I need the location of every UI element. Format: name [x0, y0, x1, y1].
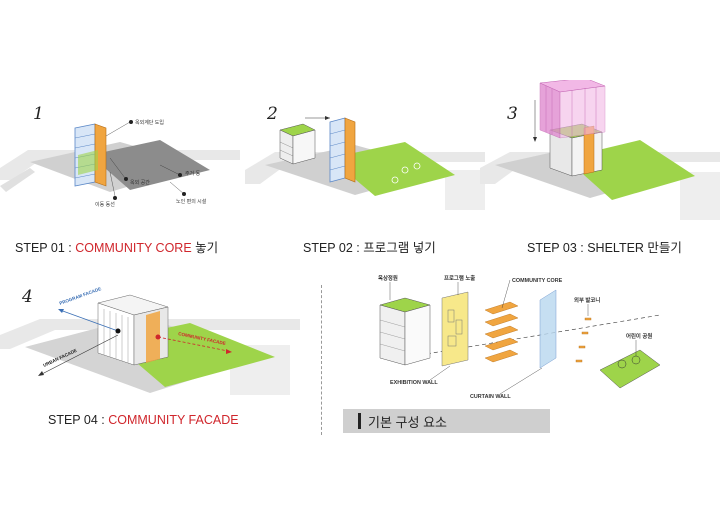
note-5: 노인 편의 시설 — [176, 198, 207, 205]
legend-marker — [358, 413, 361, 429]
panel-step-3: 3 STEP 03 : SHELTER 만들기 — [480, 77, 720, 260]
step-4-highlight: COMMUNITY FACADE — [108, 413, 239, 427]
step-number: 2 — [267, 104, 278, 124]
program-facade-label: PROGRAM FACADE — [59, 286, 102, 306]
step-number: 4 — [22, 287, 33, 307]
step-3-diagram — [480, 77, 720, 220]
label-core: COMMUNITY CORE — [512, 278, 563, 284]
panel-step-2: 2 STEP 02 : 프로그램 넣기 — [245, 100, 485, 260]
step-4-caption: STEP 04 : COMMUNITY FACADE — [48, 413, 239, 427]
panel-step-4: 4 PROGRAM FACADE URBAN FACADE COMMUNITY … — [0, 285, 300, 435]
label-curtain: CURTAIN WALL — [470, 394, 511, 400]
label-rooftop: 옥상정원 — [378, 274, 398, 282]
separator — [321, 285, 322, 435]
step-4-diagram: PROGRAM FACADE URBAN FACADE COMMUNITY FA… — [0, 286, 300, 395]
note-3: 이동 동선 — [95, 201, 115, 208]
note-4: 주거 동 — [185, 170, 201, 177]
step-2-diagram — [245, 116, 485, 210]
step-1-caption: STEP 01 : COMMUNITY CORE 놓기 — [15, 241, 219, 255]
step-number: 1 — [33, 104, 44, 124]
components-diagram: 옥상정원 프로그램 노출 COMMUNITY CORE 외부 발코니 어린이 공… — [378, 274, 661, 400]
components-panel: 옥상정원 프로그램 노출 COMMUNITY CORE 외부 발코니 어린이 공… — [360, 270, 710, 405]
label-exhibition: EXHIBITION WALL — [390, 380, 438, 386]
legend-bar: 기본 구성 요소 — [343, 409, 550, 433]
panel-step-1: 1 옥외계단 도입 옥외 공간 이동 동선 주거 동 — [0, 100, 240, 260]
step-2-caption: STEP 02 : 프로그램 넣기 — [303, 241, 436, 255]
step-1-highlight: COMMUNITY CORE — [75, 241, 192, 255]
note-2: 옥외 공간 — [130, 179, 150, 186]
label-park: 어린이 공원 — [626, 332, 652, 340]
step-1-diagram: 옥외계단 도입 옥외 공간 이동 동선 주거 동 노인 편의 시설 — [0, 119, 240, 208]
label-balcony: 외부 발코니 — [574, 296, 600, 304]
step-3-caption: STEP 03 : SHELTER 만들기 — [527, 241, 682, 255]
legend-title: 기본 구성 요소 — [368, 415, 447, 430]
note-1: 옥외계단 도입 — [135, 119, 164, 126]
step-number: 3 — [507, 104, 518, 124]
label-program: 프로그램 노출 — [444, 274, 475, 282]
